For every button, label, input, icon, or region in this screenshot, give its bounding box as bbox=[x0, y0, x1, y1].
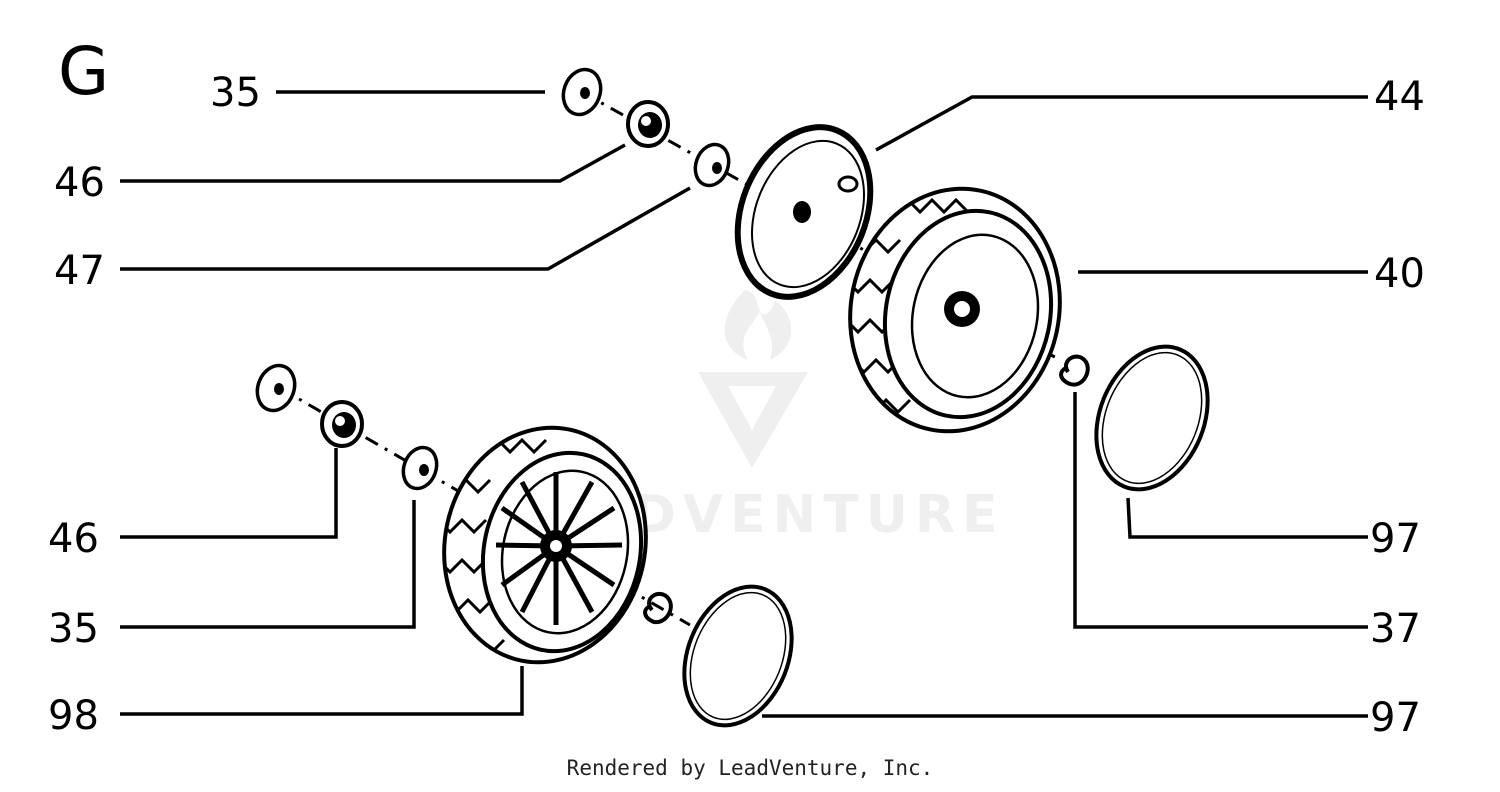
clip-37 bbox=[1059, 354, 1090, 387]
callout-47: 47 bbox=[54, 248, 105, 294]
watermark-logo: ADVENTURE bbox=[586, 290, 1005, 545]
leader-46-top bbox=[120, 143, 626, 183]
leader-98 bbox=[120, 666, 524, 716]
watermark-text: ADVENTURE bbox=[586, 485, 1005, 545]
callout-98: 98 bbox=[48, 693, 99, 739]
callout-46-bottom: 46 bbox=[48, 516, 99, 562]
cap-97-lower bbox=[682, 584, 794, 728]
leader-97-right bbox=[1126, 497, 1368, 539]
leader-44 bbox=[875, 95, 1368, 152]
callout-44: 44 bbox=[1374, 74, 1425, 120]
render-credit: Rendered by LeadVenture, Inc. bbox=[566, 756, 934, 780]
wheel-98 bbox=[436, 425, 648, 665]
nut-46-upper bbox=[626, 100, 670, 148]
washer-47 bbox=[693, 142, 731, 188]
leader-47 bbox=[120, 186, 691, 271]
callout-40: 40 bbox=[1374, 251, 1425, 297]
clip-lower bbox=[643, 591, 673, 625]
washer-35-upper bbox=[561, 67, 603, 117]
washer-35-lower bbox=[255, 363, 297, 413]
callout-35-top: 35 bbox=[210, 70, 261, 116]
wheel-40 bbox=[844, 186, 1062, 434]
nut-46-lower bbox=[320, 400, 364, 448]
callout-97-right: 97 bbox=[1370, 516, 1421, 562]
washer-35-lower-second bbox=[401, 445, 439, 491]
callout-37: 37 bbox=[1370, 606, 1421, 652]
leader-37 bbox=[1073, 392, 1368, 629]
leader-46-bottom bbox=[120, 448, 338, 539]
section-letter: G bbox=[58, 33, 109, 110]
cap-97-upper bbox=[1094, 344, 1210, 492]
callout-35-bottom: 35 bbox=[48, 606, 99, 652]
leader-35-bottom bbox=[120, 500, 416, 629]
callout-46-top: 46 bbox=[54, 160, 105, 206]
leader-lines bbox=[120, 90, 1368, 718]
callout-97-bottom: 97 bbox=[1370, 695, 1421, 741]
hubcap-44 bbox=[734, 124, 874, 300]
